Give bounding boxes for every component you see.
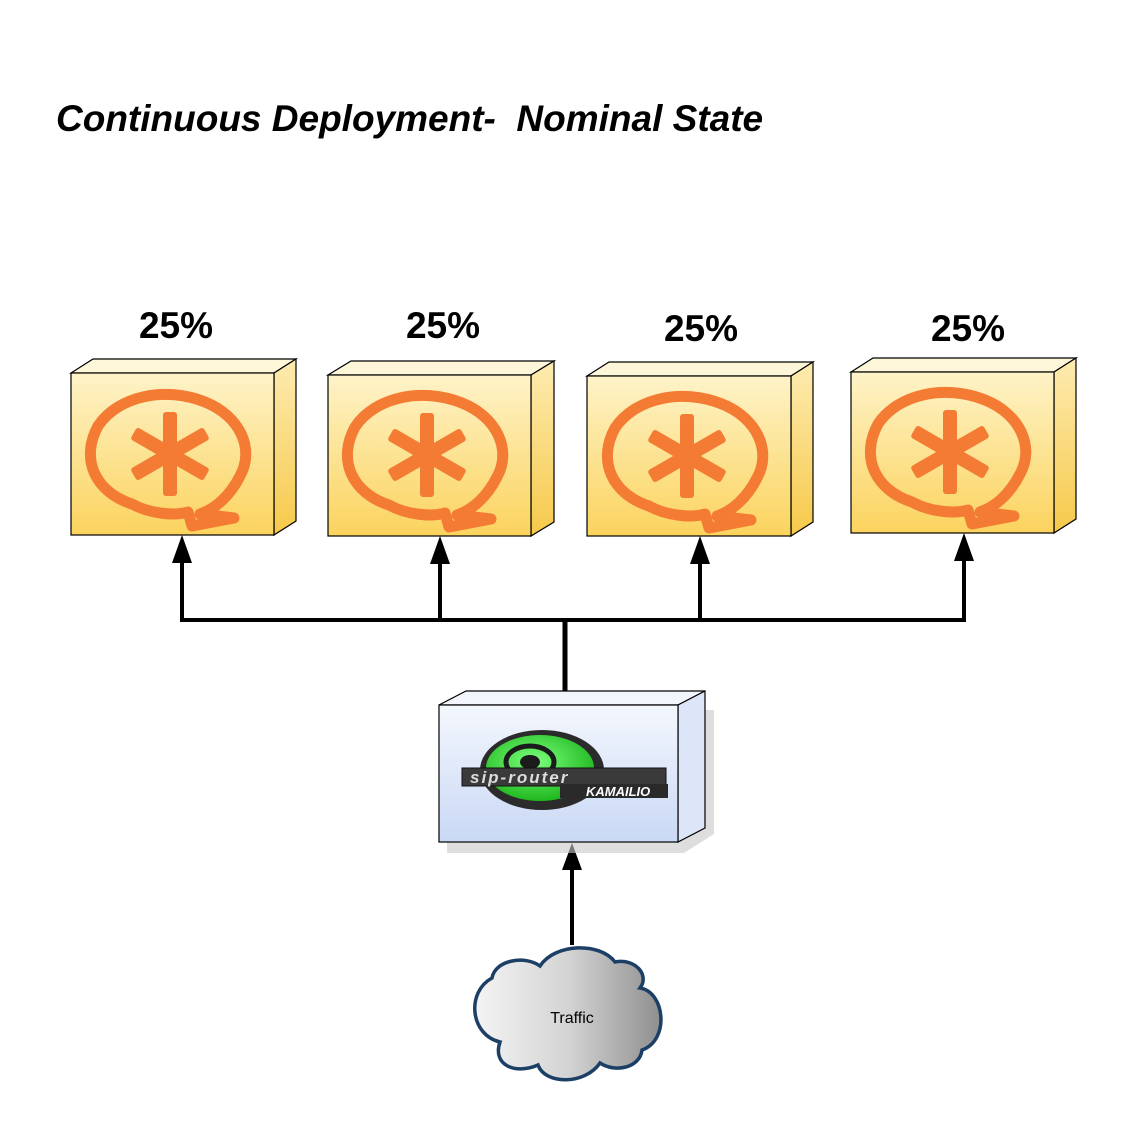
page-title: Continuous Deployment- Nominal State	[56, 98, 764, 139]
arrowhead-server-2	[430, 536, 450, 564]
server-share-label: 25%	[139, 305, 213, 346]
asterisk-server-2: 25%	[325, 305, 557, 538]
asterisk-server-1: 25%	[68, 305, 299, 537]
asterisk-logo-icon	[341, 389, 509, 533]
arrowhead-server-4	[954, 533, 974, 561]
traffic-label: Traffic	[550, 1010, 594, 1027]
server-share-label: 25%	[664, 308, 738, 349]
kamailio-logo-icon: sip-router KAMAILIO	[461, 730, 668, 810]
asterisk-logo-icon	[864, 386, 1032, 530]
server-share-label: 25%	[931, 308, 1005, 349]
arrowhead-router	[562, 843, 582, 870]
asterisk-server-3: 25%	[584, 308, 816, 538]
arrowhead-server-1	[172, 535, 192, 563]
connector-branch-4	[565, 560, 966, 622]
arrowhead-server-3	[690, 536, 710, 564]
connector-lines	[180, 560, 966, 945]
router-logo-subtext: KAMAILIO	[586, 784, 650, 799]
asterisk-logo-icon	[84, 388, 252, 532]
arrowheads	[172, 533, 974, 870]
connector-branch-1	[180, 560, 565, 622]
asterisk-logo-icon	[601, 390, 769, 534]
router-logo-text: sip-router	[470, 768, 569, 787]
kamailio-router: sip-router KAMAILIO	[438, 690, 714, 853]
asterisk-server-4: 25%	[848, 308, 1079, 535]
server-share-label: 25%	[406, 305, 480, 346]
cloud-icon	[473, 946, 663, 1082]
traffic-cloud: Traffic	[473, 946, 663, 1082]
